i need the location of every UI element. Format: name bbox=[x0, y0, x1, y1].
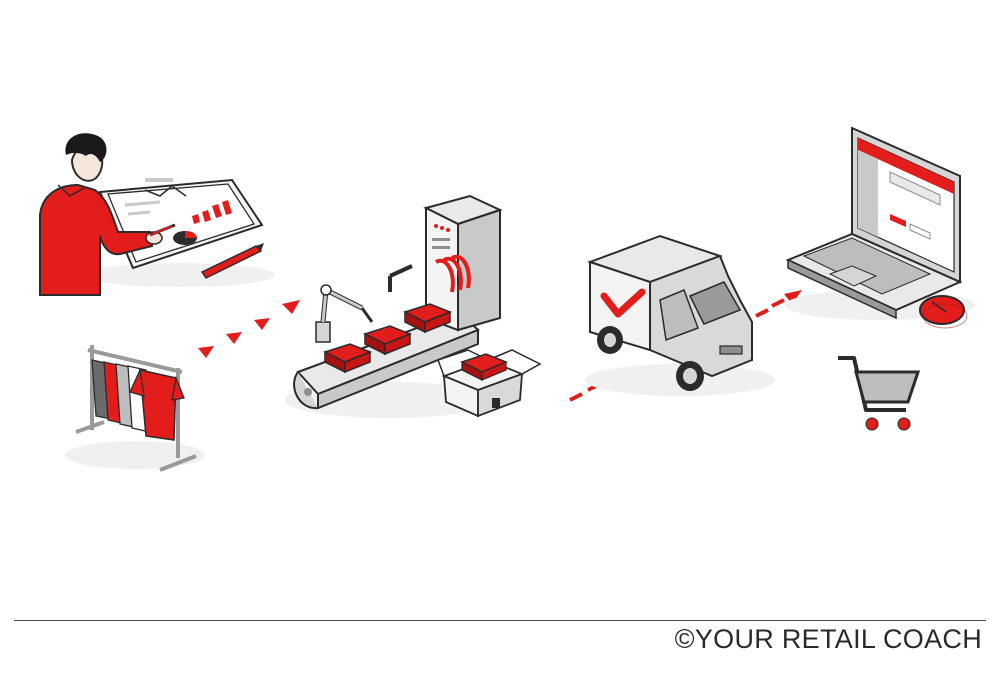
delivery-van-icon bbox=[585, 236, 775, 396]
computer-mouse-icon bbox=[920, 296, 967, 328]
laptop-icon bbox=[785, 128, 975, 320]
clothing-rack-icon bbox=[65, 345, 205, 470]
copyright-credit: ©YOUR RETAIL COACH bbox=[675, 624, 982, 655]
shopping-cart-icon bbox=[838, 358, 918, 430]
footer-divider bbox=[14, 620, 986, 621]
flow-arrows-1 bbox=[198, 300, 300, 358]
shipping-box-icon bbox=[438, 350, 540, 416]
